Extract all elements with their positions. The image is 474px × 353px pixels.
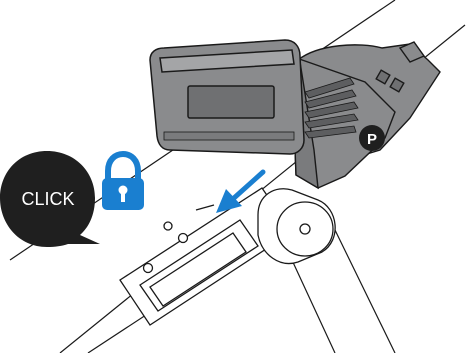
marker-label: P: [367, 131, 377, 148]
callout-text: CLICK: [21, 189, 74, 209]
cover-lower-edge: [163, 131, 295, 141]
cover-panel: [149, 39, 305, 155]
rear-leg-right: [334, 229, 396, 353]
padlock-shackle: [105, 150, 141, 180]
mechanism-tab: [398, 41, 426, 63]
hinge-joint: [257, 188, 336, 265]
callout-bubble: [0, 151, 100, 247]
padlock-keyhole-slot: [121, 192, 125, 202]
marker-circle: [359, 125, 385, 151]
padlock-keyhole: [118, 185, 128, 195]
plate-slot-inner: [149, 232, 247, 307]
release-mechanism: [283, 41, 441, 190]
hinge-pin: [299, 223, 311, 235]
plate-hole-3: [163, 221, 173, 231]
mechanism-window-2: [389, 77, 405, 93]
slide-plate: [119, 187, 293, 326]
plate-edge: [195, 204, 215, 211]
position-marker: P: [359, 125, 385, 151]
click-callout: CLICK: [0, 151, 100, 247]
arrow-down-left-icon: [216, 169, 266, 213]
mechanism-window-1: [375, 69, 391, 85]
cover-bevel: [159, 49, 295, 73]
plate-hole-2: [177, 232, 189, 244]
ribs: [304, 77, 359, 139]
cover-label-recess: [187, 85, 275, 119]
padlock-closed-icon: [102, 150, 144, 210]
plate-hole-1: [142, 262, 154, 274]
